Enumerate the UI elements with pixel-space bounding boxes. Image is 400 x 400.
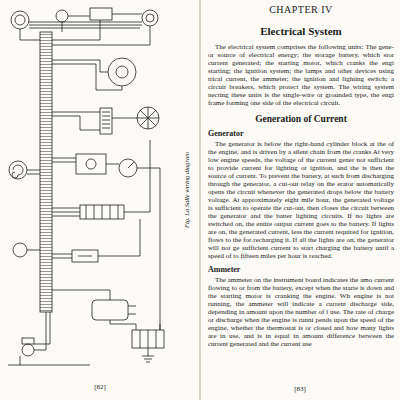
chapter-title: Electrical System — [208, 25, 394, 37]
section-heading: Generation of Current — [208, 114, 394, 124]
gutter — [199, 0, 201, 400]
page-number: [82] — [80, 383, 120, 391]
body-paragraph: The generator is below the right-hand cy… — [208, 140, 394, 260]
side-heading: Ammeter — [208, 265, 394, 274]
wiring-figure — [8, 8, 164, 365]
body-paragraph: The electrical system comprises the foll… — [208, 43, 394, 107]
page-number: [83] — [280, 385, 320, 393]
body-paragraph: The ammeter on the instrument board indi… — [208, 276, 394, 348]
figure-caption: Fig. La Salle wiring diagram — [183, 152, 190, 228]
chapter-number: CHAPTER IV — [208, 4, 394, 15]
side-heading: Generator — [208, 129, 394, 138]
